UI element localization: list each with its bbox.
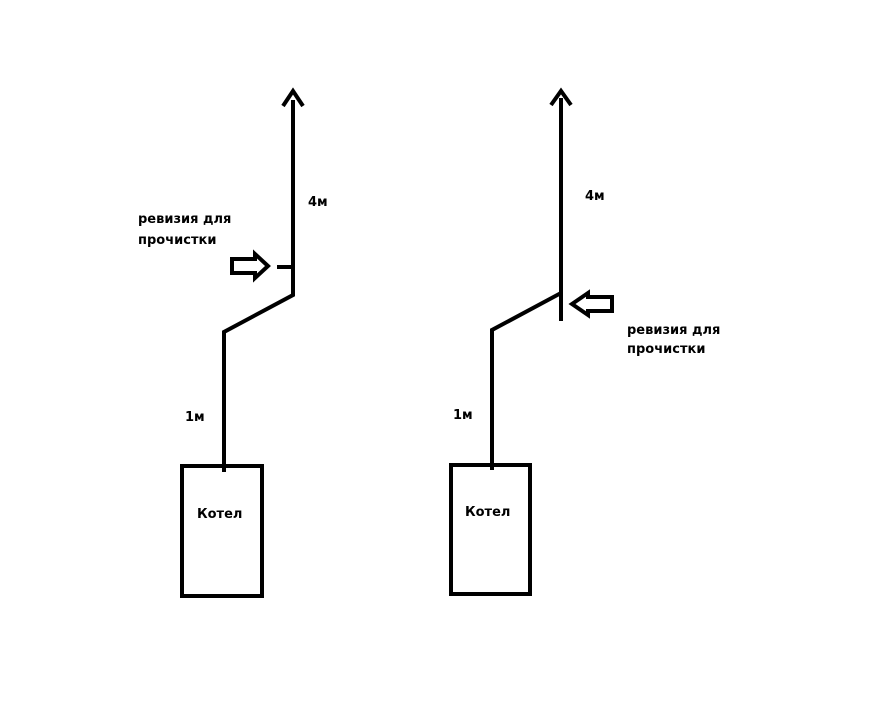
boiler-label: Котел (465, 505, 510, 520)
boiler-box (180, 464, 264, 598)
upper-length-label: 4м (308, 195, 328, 210)
arrow-up-icon (281, 87, 305, 108)
arrow-left-icon (568, 289, 614, 319)
arrow-up-icon (549, 87, 573, 107)
revision-label-line2: прочистки (138, 233, 216, 248)
boiler-label: Котел (197, 507, 242, 522)
diagram-left: Котел 1м 4м ревизия для прочистки (138, 87, 328, 598)
arrow-right-icon (230, 249, 271, 283)
revision-label-line1: ревизия для (138, 212, 231, 227)
revision-label-line1: ревизия для (627, 323, 720, 338)
lower-length-label: 1м (185, 410, 205, 425)
lower-length-label: 1м (453, 408, 473, 423)
diagram-right: Котел 1м 4м ревизия для прочистки (449, 87, 720, 596)
flue-pipe (490, 291, 562, 470)
revision-label-line2: прочистки (627, 342, 705, 357)
flue-pipe (222, 100, 295, 472)
upper-length-label: 4м (585, 189, 605, 204)
boiler-box (449, 463, 532, 596)
